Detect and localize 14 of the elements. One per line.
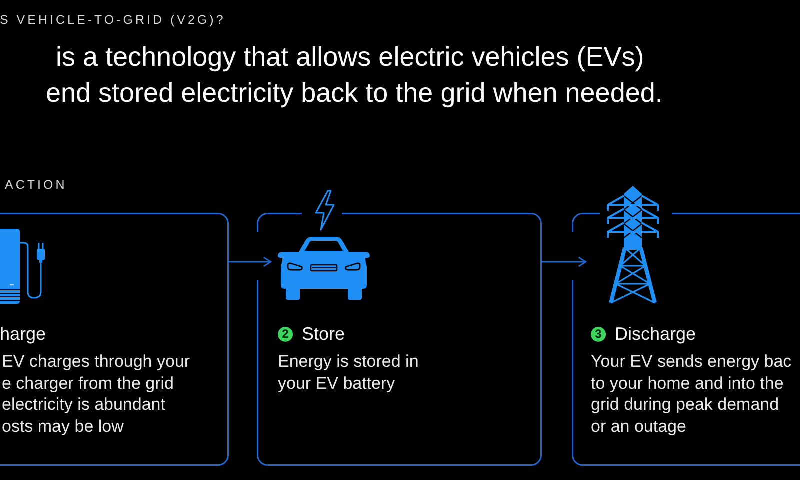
step-number: 2 bbox=[278, 326, 293, 342]
section-label: ACTION bbox=[5, 177, 68, 193]
step-card bbox=[0, 213, 229, 466]
step-description: Energy is stored in your EV battery bbox=[278, 351, 420, 394]
step-number: 3 bbox=[591, 326, 606, 342]
arrow bbox=[229, 256, 272, 268]
step-title: harge bbox=[0, 323, 46, 345]
step-title: Store bbox=[302, 323, 346, 345]
eyebrow-heading: S VEHICLE-TO-GRID (V2G)? bbox=[0, 12, 226, 28]
step-description: EV charges through your e charger from the grid electricity is abundant osts may be low bbox=[2, 351, 192, 438]
step-title: Discharge bbox=[615, 323, 696, 345]
arrow bbox=[542, 256, 587, 268]
step-description: Your EV sends energy bac to your home and into the grid during peak demand or an outage bbox=[591, 351, 793, 438]
intro-text: is a technology that allows electric vehicles (EVs) end stored electricity back to the grid when needed. bbox=[46, 41, 664, 110]
